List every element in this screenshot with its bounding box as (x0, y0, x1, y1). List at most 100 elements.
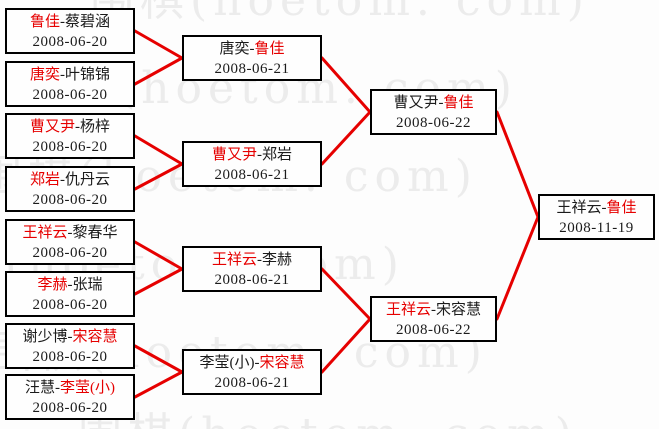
player-1: 李莹(小) (199, 355, 255, 371)
separator: - (431, 302, 436, 318)
player-1: 唐奕 (29, 67, 60, 83)
separator: - (438, 95, 444, 111)
match-date: 2008-06-21 (214, 272, 290, 288)
match-players: 曹又尹-鲁佳 (372, 93, 495, 113)
match-box-sf-2[interactable]: 王祥云-宋容慧 2008-06-22 (370, 296, 497, 342)
connector-line (495, 215, 540, 321)
connector-line (495, 110, 540, 219)
player-1: 谢少博 (22, 329, 68, 345)
player-2: 宋容慧 (436, 302, 482, 318)
player-2: 鲁佳 (254, 41, 285, 57)
match-box-r1-2[interactable]: 唐奕-叶锦锦 2008-06-20 (5, 61, 135, 107)
player-2: 叶锦锦 (65, 67, 111, 83)
connector-line (320, 56, 372, 114)
separator: - (67, 225, 73, 241)
player-2: 张瑞 (72, 277, 103, 293)
match-box-r1-1[interactable]: 鲁佳-蔡碧涵 2008-06-20 (5, 8, 135, 54)
separator: - (67, 277, 73, 293)
match-date: 2008-06-20 (32, 297, 108, 313)
player-1: 汪慧 (24, 380, 55, 396)
match-date: 2008-06-20 (32, 192, 108, 208)
separator: - (257, 252, 262, 268)
match-players: 汪慧-李莹(小) (7, 378, 133, 398)
match-players: 王祥云-黎春华 (7, 223, 133, 243)
player-1: 王祥云 (211, 252, 257, 268)
match-players: 郑岩-仇丹云 (7, 170, 133, 190)
separator: - (60, 172, 65, 188)
connector-line (133, 344, 184, 374)
player-2: 黎春华 (72, 225, 118, 241)
separator: - (254, 355, 260, 371)
player-1: 郑岩 (29, 172, 60, 188)
match-players: 王祥云-鲁佳 (540, 198, 653, 218)
player-1: 唐奕 (219, 41, 250, 57)
match-players: 唐奕-叶锦锦 (7, 65, 133, 85)
match-box-r2-1[interactable]: 唐奕-鲁佳 2008-06-21 (182, 35, 322, 81)
player-2: 宋容慧 (259, 355, 305, 371)
match-date: 2008-06-20 (32, 245, 108, 261)
connector-line (133, 240, 184, 271)
player-2: 鲁佳 (443, 95, 474, 111)
match-players: 王祥云-宋容慧 (372, 300, 495, 320)
player-1: 曹又尹 (211, 147, 257, 163)
player-2: 仇丹云 (65, 172, 111, 188)
match-date: 2008-06-21 (214, 375, 290, 391)
player-1: 曹又尹 (393, 95, 439, 111)
separator: - (249, 41, 255, 57)
match-box-r2-2[interactable]: 曹又尹-郑岩 2008-06-21 (182, 141, 322, 187)
match-players: 曹又尹-杨梓 (7, 117, 133, 137)
player-1: 鲁佳 (29, 14, 60, 30)
player-2: 杨梓 (80, 119, 111, 135)
player-2: 宋容慧 (72, 329, 118, 345)
match-box-r1-4[interactable]: 郑岩-仇丹云 2008-06-20 (5, 166, 135, 212)
match-box-sf-1[interactable]: 曹又尹-鲁佳 2008-06-22 (370, 89, 497, 135)
match-box-r1-3[interactable]: 曹又尹-杨梓 2008-06-20 (5, 113, 135, 159)
match-box-r2-3[interactable]: 王祥云-李赫 2008-06-21 (182, 246, 322, 292)
match-players: 李莹(小)-宋容慧 (184, 353, 320, 373)
watermark-text: 围棋(hoetom. com) (90, 0, 590, 26)
separator: - (601, 200, 607, 216)
match-date: 2008-06-22 (396, 115, 471, 131)
match-box-r1-5[interactable]: 王祥云-黎春华 2008-06-20 (5, 219, 135, 265)
match-players: 王祥云-李赫 (184, 250, 320, 270)
match-players: 曹又尹-郑岩 (184, 145, 320, 165)
separator: - (55, 380, 60, 396)
connector-line (133, 29, 184, 60)
match-players: 谢少博-宋容慧 (7, 327, 133, 347)
match-date: 2008-06-22 (396, 322, 471, 338)
connector-line (320, 267, 372, 321)
player-2: 蔡碧涵 (65, 14, 111, 30)
connector-line (133, 56, 184, 86)
separator: - (60, 67, 65, 83)
connector-line (320, 110, 372, 166)
player-1: 曹又尹 (29, 119, 75, 135)
player-2: 李赫 (262, 252, 293, 268)
player-1: 王祥云 (556, 200, 602, 216)
match-box-r1-7[interactable]: 谢少博-宋容慧 2008-06-20 (5, 323, 135, 369)
connector-line (133, 134, 184, 166)
connector-line (320, 317, 372, 374)
player-2: 郑岩 (262, 147, 293, 163)
match-date: 2008-06-20 (32, 139, 108, 155)
match-box-r2-4[interactable]: 李莹(小)-宋容慧 2008-06-21 (182, 349, 322, 395)
connector-line (133, 162, 184, 191)
separator: - (60, 14, 65, 30)
match-date: 2008-11-19 (559, 220, 634, 236)
match-date: 2008-06-21 (214, 167, 290, 183)
connector-line (133, 370, 184, 399)
match-date: 2008-06-20 (32, 34, 108, 50)
match-date: 2008-06-20 (32, 87, 108, 103)
player-1: 王祥云 (385, 302, 431, 318)
player-1: 李赫 (37, 277, 68, 293)
separator: - (75, 119, 80, 135)
match-players: 李赫-张瑞 (7, 275, 133, 295)
separator: - (67, 329, 73, 345)
match-box-final[interactable]: 王祥云-鲁佳 2008-11-19 (538, 194, 655, 240)
match-players: 唐奕-鲁佳 (184, 39, 320, 59)
match-box-r1-6[interactable]: 李赫-张瑞 2008-06-20 (5, 271, 135, 317)
match-box-r1-8[interactable]: 汪慧-李莹(小) 2008-06-20 (5, 374, 135, 420)
match-date: 2008-06-21 (214, 61, 290, 77)
player-1: 王祥云 (22, 225, 68, 241)
